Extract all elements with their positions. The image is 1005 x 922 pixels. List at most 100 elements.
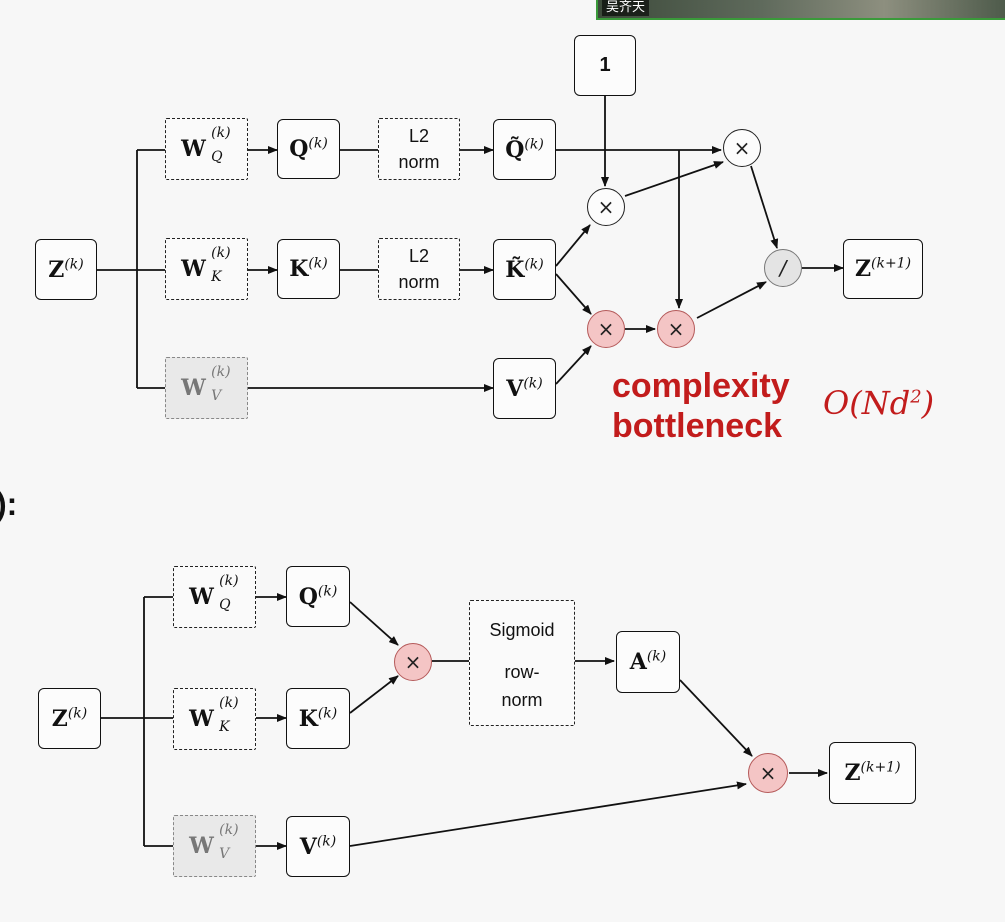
section-marker: ): xyxy=(0,486,18,522)
node2-k-base: K xyxy=(298,705,318,732)
mult-node-top: × xyxy=(587,188,625,226)
divide-node-symbol: / xyxy=(779,256,787,280)
node-wv-base: W xyxy=(181,375,206,401)
node-z-input-base: Z xyxy=(48,256,65,283)
mult-node-red-1: × xyxy=(587,310,625,348)
wire-v2-mult2 xyxy=(349,781,747,847)
node2-z-output: Z(k+1) xyxy=(829,742,916,804)
sigmoid-line-2: row- xyxy=(504,661,540,682)
node-k-base: K xyxy=(289,256,309,282)
node-l2-norm-k-line2: norm xyxy=(398,272,440,292)
node2-v: V(k) xyxy=(286,816,350,877)
node2-wv-sup: (k) xyxy=(219,822,239,838)
node-v-base: V xyxy=(506,375,524,402)
node-l2-norm-k-line1: L2 xyxy=(408,246,430,266)
annotation-line-2: bottleneck xyxy=(612,407,783,445)
wire-mult-top-right xyxy=(624,161,724,197)
node2-k-sup: (k) xyxy=(317,705,338,722)
node-k-tilde-sup: (k) xyxy=(524,256,544,273)
node-wq-sub: Q xyxy=(211,149,223,165)
node-z-input-sup: (k) xyxy=(64,256,84,273)
node-one: 1 xyxy=(574,35,636,96)
node2-q-base: Q xyxy=(298,583,318,610)
node-wq: W(k)Q xyxy=(165,118,248,180)
node2-k: K(k) xyxy=(286,688,350,749)
node-z-input: Z(k) xyxy=(35,239,97,300)
wire-q2-mult xyxy=(349,601,399,646)
node-wk-base: W xyxy=(181,256,206,282)
node2-z-output-sup: (k+1) xyxy=(860,759,901,776)
node-k-tilde-base: K̃ xyxy=(505,256,525,283)
node2-v-sup: (k) xyxy=(316,833,337,850)
node-k: K(k) xyxy=(277,239,340,299)
complexity-bottleneck-annotation: complexity bottleneck xyxy=(612,366,790,446)
node-q-tilde: Q̃(k) xyxy=(493,119,556,180)
node2-wv-sub: V xyxy=(219,846,230,862)
node2-z-input-base: Z xyxy=(51,705,68,732)
node2-wq-base: W xyxy=(189,584,214,610)
wire-a-mult2 xyxy=(679,679,753,757)
node2-wq-sub: Q xyxy=(219,597,231,613)
node-z-output: Z(k+1) xyxy=(843,239,923,299)
node2-v-base: V xyxy=(299,833,317,860)
node-wv: W (k) V xyxy=(165,357,248,419)
node-one-label: 1 xyxy=(599,54,611,76)
node-l2-norm-k: L2 norm xyxy=(378,238,460,300)
node-l2-norm-q: L2 norm xyxy=(378,118,460,180)
complexity-formula-sup: 2 xyxy=(910,386,922,408)
complexity-formula-text: O(Nd xyxy=(823,384,911,422)
node-wk: W(k)K xyxy=(165,238,248,300)
complexity-formula-close: ) xyxy=(921,384,935,422)
node-l2-norm-q-line1: L2 xyxy=(408,126,430,146)
node2-z-input-sup: (k) xyxy=(67,705,88,722)
mult-node-top-symbol: × xyxy=(597,195,615,219)
node-q-tilde-base: Q̃ xyxy=(505,136,525,163)
mult2-node-qk-symbol: × xyxy=(404,650,422,674)
mult-node-right: × xyxy=(723,129,761,167)
node2-wv: W(k)V xyxy=(173,815,256,877)
wire-k2-mult xyxy=(349,675,399,714)
mult2-node-qk: × xyxy=(394,643,432,681)
mult-node-red-1-symbol: × xyxy=(597,317,615,341)
annotation-line-1: complexity xyxy=(612,367,790,405)
node-v: V(k) xyxy=(493,358,556,419)
node-q-base: Q xyxy=(289,136,309,162)
divide-node: / xyxy=(764,249,802,287)
wire-red2-div xyxy=(696,281,767,319)
node-q-sup: (k) xyxy=(308,135,328,152)
node2-wk-sup: (k) xyxy=(219,695,239,711)
complexity-formula: O(Nd2) xyxy=(823,384,934,422)
node2-z-input: Z(k) xyxy=(38,688,101,749)
webcam-strip: 吴齐天 xyxy=(596,0,1005,20)
mult2-node-av-symbol: × xyxy=(759,761,777,785)
node-k-sup: (k) xyxy=(308,255,328,272)
node-wv-sub: V xyxy=(211,388,222,404)
node2-q-sup: (k) xyxy=(317,583,338,600)
wire-mult-div xyxy=(750,165,779,249)
sigmoid-line-1: Sigmoid xyxy=(485,612,559,647)
node2-sigmoid-rownorm: Sigmoid row- norm xyxy=(469,600,575,726)
node2-a: A(k) xyxy=(616,631,680,693)
node2-q: Q(k) xyxy=(286,566,350,627)
node-q-tilde-sup: (k) xyxy=(524,136,544,153)
webcam-name-label: 吴齐天 xyxy=(602,0,650,16)
node2-z-output-base: Z xyxy=(844,760,861,786)
node2-a-base: A xyxy=(629,649,647,675)
node2-wk: W(k)K xyxy=(173,688,256,750)
node-q: Q(k) xyxy=(277,119,340,179)
node-wv-sup: (k) xyxy=(211,364,231,380)
node-z-output-base: Z xyxy=(854,256,871,282)
wire-kt-mult-top xyxy=(555,224,591,267)
wire-v-red1 xyxy=(555,345,592,385)
node-z-output-sup: (k+1) xyxy=(871,255,912,272)
node2-a-sup: (k) xyxy=(646,648,667,665)
node2-wk-base: W xyxy=(189,706,214,732)
node-v-sup: (k) xyxy=(523,375,543,392)
node-wq-sup: (k) xyxy=(211,125,231,141)
node-l2-norm-q-line2: norm xyxy=(398,152,440,172)
wire-kt-red1 xyxy=(555,273,592,315)
node-wk-sup: (k) xyxy=(211,245,231,261)
mult-node-red-2: × xyxy=(657,310,695,348)
